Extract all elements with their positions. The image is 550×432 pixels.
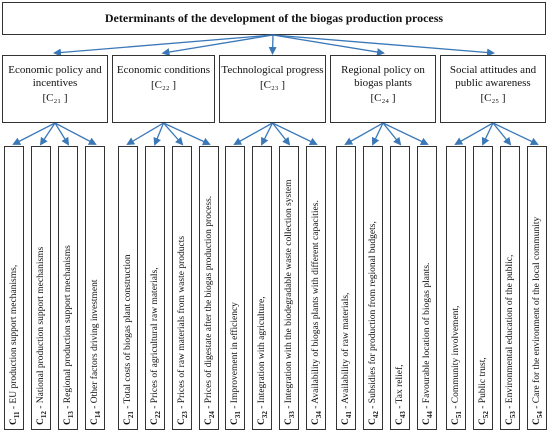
category-box: Economic conditions [C₂₂ ] — [112, 55, 215, 123]
diagram-title: Determinants of the development of the b… — [2, 2, 546, 35]
determinant-label: C33 - Integration with the biodegradable… — [284, 179, 296, 426]
determinant-box: C13 - Regional production support mechan… — [58, 146, 78, 430]
determinant-label: C23 - Prices of raw materials from waste… — [177, 235, 189, 425]
determinant-box: C11 - EU production support mechanisms, — [4, 146, 24, 430]
arrow-to-determinant — [54, 122, 70, 146]
determinant-box: C33 - Integration with the biodegradable… — [279, 146, 299, 430]
determinant-box: C22 - Prices of agricultural raw materia… — [145, 146, 165, 430]
determinant-label: C53 - Environmental education of the pub… — [505, 254, 517, 425]
determinant-label: C11 - EU production support mechanisms, — [9, 264, 21, 425]
category-title: Economic conditions — [116, 64, 211, 76]
arrow-to-determinant — [163, 122, 211, 146]
determinant-box: C54 - Care for the environment of the lo… — [527, 146, 547, 430]
determinant-box: C12 - National production support mechan… — [31, 146, 51, 430]
determinant-label: C22 - Prices of agricultural raw materia… — [150, 267, 162, 425]
arrow-to-category — [272, 34, 385, 56]
category-code: [C₂₄ ] — [370, 92, 396, 104]
determinant-label: C52 - Public trust, — [478, 357, 490, 425]
determinant-box: C24 - Prices of digestate after the biog… — [199, 146, 219, 430]
arrow-to-determinant — [126, 122, 164, 146]
determinant-label: C34 - Availability of biogas plants with… — [311, 200, 323, 425]
determinant-label: C42 - Subsidies for production from regi… — [368, 221, 380, 425]
arrow-to-determinant — [492, 122, 512, 146]
determinant-box: C52 - Public trust, — [473, 146, 493, 430]
arrow-to-category — [161, 34, 274, 56]
arrow-to-determinant — [272, 122, 318, 145]
category-box: Economic policy and incentives [C₂₁ ] — [2, 55, 108, 123]
determinant-label: C44 - Favourable location of biogas plan… — [422, 262, 434, 425]
category-code: [C₂₅ ] — [480, 92, 506, 104]
arrow-to-determinant — [382, 122, 402, 146]
arrow-to-category — [268, 34, 277, 55]
arrow-to-determinant — [481, 122, 494, 146]
arrow-to-determinant — [12, 122, 56, 145]
determinant-box: C53 - Environmental education of the pub… — [500, 146, 520, 430]
determinant-label: C12 - National production support mechan… — [36, 246, 48, 425]
determinant-label: C24 - Prices of digestate after the biog… — [204, 195, 216, 425]
determinant-label: C32 - Integration with agriculture, — [257, 296, 269, 425]
arrow-to-determinant — [153, 122, 165, 146]
category-title: Social attitudes and public awareness — [449, 64, 537, 89]
arrow-to-determinant — [39, 122, 56, 146]
determinant-box: C34 - Availability of biogas plants with… — [306, 146, 326, 430]
arrow-to-determinant — [271, 122, 291, 146]
determinant-label: C14 - Other factors driving investment — [90, 279, 102, 425]
determinant-box: C43 - Tax relief, — [390, 146, 410, 430]
determinant-label: C54 - Care for the environment of the lo… — [532, 216, 544, 425]
determinant-box: C32 - Integration with agriculture, — [252, 146, 272, 430]
determinant-box: C14 - Other factors driving investment — [85, 146, 105, 430]
category-code: [C₂₁ ] — [42, 92, 68, 104]
arrow-to-category — [53, 34, 274, 57]
determinant-box: C41 - Availability of raw materials, — [336, 146, 356, 430]
determinant-label: C41 - Availability of raw materials, — [341, 292, 353, 425]
determinant-label: C43 - Tax relief, — [395, 364, 407, 425]
determinant-box: C42 - Subsidies for production from regi… — [363, 146, 383, 430]
determinant-box: C21 - Total costs of biogas plant constr… — [118, 146, 138, 430]
arrow-to-determinant — [492, 122, 539, 146]
determinant-label: C31 - Improvement in efficiency — [230, 302, 242, 425]
category-title: Regional policy on biogas plants — [341, 64, 425, 89]
determinant-box: C51 - Community involvement, — [446, 146, 466, 430]
determinant-label: C21 - Total costs of biogas plant constr… — [123, 254, 135, 425]
category-box: Social attitudes and public awareness [C₂… — [440, 55, 546, 123]
determinant-label: C51 - Community involvement, — [451, 305, 463, 425]
arrow-to-determinant — [382, 122, 429, 146]
arrow-to-determinant — [261, 122, 274, 146]
category-title: Technological progress — [221, 64, 324, 76]
determinant-label: C13 - Regional production support mechan… — [63, 245, 75, 425]
arrow-to-determinant — [54, 122, 97, 145]
arrow-to-determinant — [371, 122, 384, 146]
category-code: [C₂₂ ] — [150, 79, 177, 91]
determinant-box: C44 - Favourable location of biogas plan… — [417, 146, 437, 430]
category-code: [C₂₃ ] — [259, 79, 286, 91]
arrow-to-determinant — [233, 122, 273, 145]
arrow-to-determinant — [454, 122, 494, 145]
category-box: Technological progress [C₂₃ ] — [219, 55, 326, 123]
category-box: Regional policy on biogas plants [C₂₄ ] — [330, 55, 436, 123]
determinant-box: C31 - Improvement in efficiency — [225, 146, 245, 430]
arrow-to-determinant — [344, 122, 384, 145]
category-title: Economic policy and incentives — [8, 64, 102, 89]
arrow-to-determinant — [163, 122, 184, 146]
arrow-to-category — [272, 34, 495, 57]
determinant-box: C23 - Prices of raw materials from waste… — [172, 146, 192, 430]
